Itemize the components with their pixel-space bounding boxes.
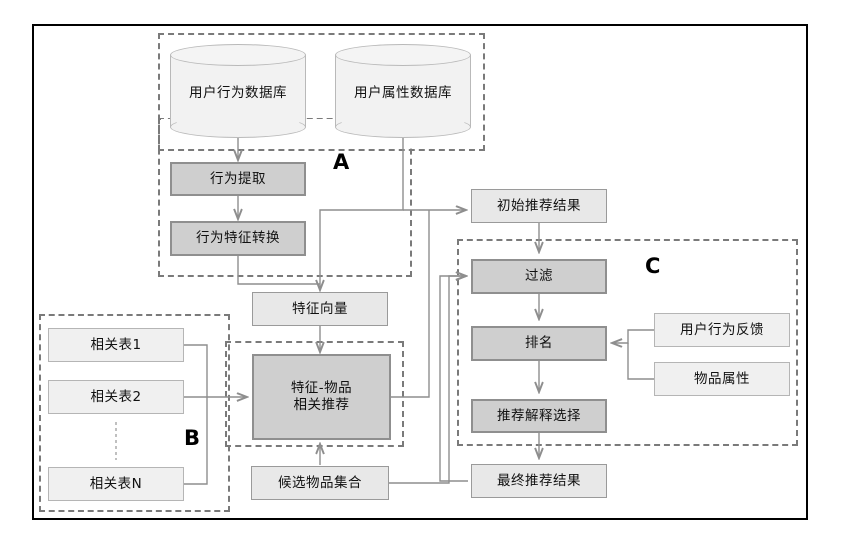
group-b-label: B <box>184 426 201 450</box>
cylinder-body-icon <box>170 55 306 127</box>
cylinder-bottom-icon <box>170 116 306 138</box>
group-c-label: C <box>645 254 661 278</box>
node-behavior-feature-transform: 行为特征转换 <box>170 221 306 256</box>
node-relation-table-1: 相关表1 <box>48 328 184 362</box>
group-a-label: A <box>333 150 350 174</box>
node-ranking: 排名 <box>471 326 607 361</box>
relation-table-ellipsis-icon <box>115 422 117 460</box>
cylinder-top-icon <box>170 44 306 66</box>
node-behavior-extraction: 行为提取 <box>170 162 306 196</box>
user-attribute-db-label: 用户属性数据库 <box>354 85 452 101</box>
node-candidate-item-set: 候选物品集合 <box>251 466 389 500</box>
node-relation-table-2: 相关表2 <box>48 380 184 414</box>
user-behavior-db-label: 用户行为数据库 <box>189 85 287 101</box>
group-b-boundary <box>39 314 230 512</box>
node-explanation-selection: 推荐解释选择 <box>471 399 607 433</box>
cylinder-bottom-icon <box>335 116 471 138</box>
node-feature-vector: 特征向量 <box>252 292 388 326</box>
diagram-outer-frame <box>32 24 808 520</box>
node-final-recommend-result: 最终推荐结果 <box>471 464 607 498</box>
node-item-attribute: 物品属性 <box>654 362 790 396</box>
cylinder-top-icon <box>335 44 471 66</box>
node-initial-recommend-result: 初始推荐结果 <box>471 189 607 223</box>
node-feature-item-recommend: 特征-物品 相关推荐 <box>252 354 391 440</box>
node-filter: 过滤 <box>471 259 607 294</box>
node-user-behavior-feedback: 用户行为反馈 <box>654 313 790 347</box>
cylinder-body-icon <box>335 55 471 127</box>
node-feature-item-recommend-line2: 相关推荐 <box>293 397 350 413</box>
user-attribute-db: 用户属性数据库 <box>335 44 471 138</box>
user-behavior-db: 用户行为数据库 <box>170 44 306 138</box>
node-feature-item-recommend-line1: 特征-物品 <box>290 380 353 397</box>
node-relation-table-n: 相关表N <box>48 467 184 501</box>
